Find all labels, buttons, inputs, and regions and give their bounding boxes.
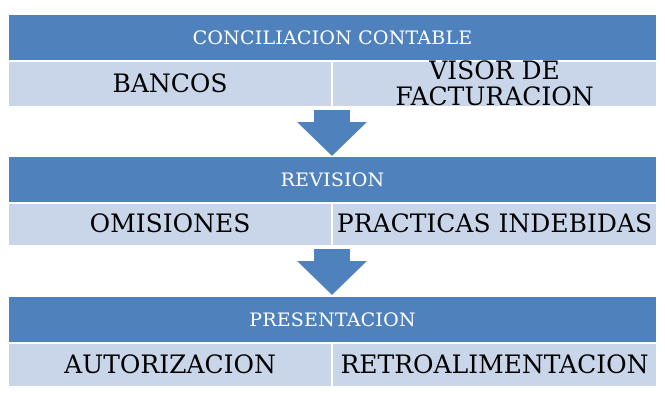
stage-1-divider [331, 62, 333, 106]
stage-2-item-2: PRACTICAS INDEBIDAS [336, 209, 653, 239]
stage-3-divider [331, 344, 333, 386]
stage-2-title: REVISION [280, 168, 385, 191]
stage-1-items: BANCOS VISOR DE FACTURACION [9, 55, 656, 111]
stage-3-header: PRESENTACION [9, 297, 656, 342]
stage-1-item-1: BANCOS [112, 68, 228, 98]
down-arrow-icon [296, 249, 368, 295]
stage-3-item-1: AUTORIZACION [64, 349, 276, 379]
stage-3-item-2: RETROALIMENTACION [340, 349, 649, 379]
stage-1-item-2: VISOR DE FACTURACION [395, 55, 594, 111]
stage-1-header: CONCILIACION CONTABLE [9, 15, 656, 60]
stage-2-items: OMISIONES PRACTICAS INDEBIDAS [9, 202, 656, 245]
stage-1-title: CONCILIACION CONTABLE [192, 26, 473, 49]
stage-3-items: AUTORIZACION RETROALIMENTACION [9, 342, 656, 386]
stage-2-divider [331, 204, 333, 245]
stage-2-header: REVISION [9, 157, 656, 202]
stage-3-title: PRESENTACION [249, 308, 416, 331]
down-arrow-icon [296, 110, 368, 156]
stage-2-item-1: OMISIONES [89, 209, 251, 239]
